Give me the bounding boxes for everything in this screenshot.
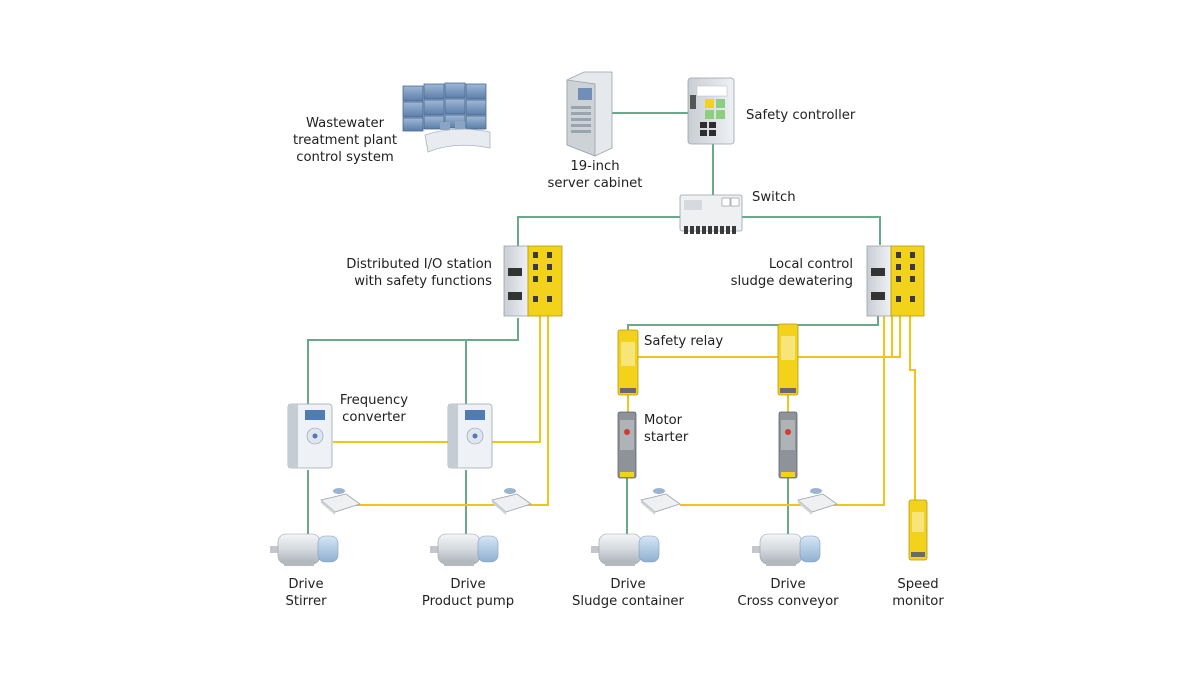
speed-monitor-label-line-1: Speed: [897, 577, 939, 592]
local-control-label: Local control sludge dewatering: [720, 256, 853, 290]
speed-monitor-label: Speed monitor: [878, 576, 958, 610]
safety-controller-icon: [687, 77, 735, 145]
switch-label: Switch: [752, 190, 796, 205]
safety-controller-label: Safety controller: [746, 108, 856, 123]
drive-sludge-container-label-line-2: Sludge container: [572, 594, 684, 609]
emergency-stop-2-icon: [491, 488, 532, 515]
control-system-label-line-1: Wastewater: [305, 116, 384, 131]
motor-starter-label: Motor starter: [644, 412, 688, 446]
drive-sludge-container-label: Drive Sludge container: [562, 576, 694, 610]
motor-starter-label-line-2: starter: [644, 430, 689, 445]
local-control-icon: [866, 245, 925, 317]
motor-product-pump-icon: [430, 533, 499, 566]
io-station-icon: [503, 245, 563, 317]
motor-cross-conveyor-icon: [752, 533, 821, 566]
control-system-label-line-3: control system: [296, 150, 394, 165]
drive-stirrer-label-line-1: Drive: [288, 577, 324, 592]
speed-monitor-icon: [908, 499, 928, 561]
motor-stirrer-icon: [270, 533, 339, 566]
io-station-label-line-2: with safety functions: [354, 274, 492, 289]
server-cabinet-icon: [566, 71, 613, 157]
control-system-label-line-2: treatment plant: [293, 133, 397, 148]
drive-stirrer-label-line-2: Stirrer: [285, 594, 327, 609]
io-station-label-line-1: Distributed I/O station: [346, 257, 492, 272]
motor-starter-2-icon: [778, 411, 798, 479]
drive-product-pump-label: Drive Product pump: [408, 576, 528, 610]
speed-monitor-label-line-2: monitor: [892, 594, 944, 609]
safety-relay-label: Safety relay: [644, 334, 724, 349]
frequency-converter-label: Frequency converter: [330, 392, 418, 426]
drive-cross-conveyor-label-line-2: Cross conveyor: [737, 594, 839, 609]
control-system-label: Wastewater treatment plant control syste…: [290, 115, 400, 166]
motor-starter-label-line-1: Motor: [644, 413, 683, 428]
motor-starter-1-icon: [617, 411, 637, 479]
io-station-label: Distributed I/O station with safety func…: [320, 256, 492, 290]
emergency-stop-4-icon: [797, 488, 838, 515]
frequency-converter-label-line-2: converter: [342, 410, 406, 425]
frequency-converter-2-icon: [447, 403, 493, 469]
drive-cross-conveyor-label-line-1: Drive: [770, 577, 806, 592]
server-cabinet-label-line-2: server cabinet: [547, 176, 643, 191]
emergency-stop-1-icon: [320, 488, 361, 515]
local-control-label-line-1: Local control: [768, 257, 853, 272]
drive-stirrer-label: Drive Stirrer: [250, 576, 362, 610]
control-room-icon: [402, 82, 491, 153]
server-cabinet-label-line-1: 19-inch: [570, 159, 620, 174]
safety-relay-2-icon: [777, 323, 799, 396]
switch-icon: [679, 194, 743, 234]
safety-relay-1-icon: [617, 329, 639, 396]
motor-sludge-container-icon: [591, 533, 660, 566]
drive-sludge-container-label-line-1: Drive: [610, 577, 646, 592]
local-control-label-line-2: sludge dewatering: [730, 274, 853, 289]
drive-product-pump-label-line-2: Product pump: [421, 594, 515, 609]
server-cabinet-label: 19-inch server cabinet: [540, 158, 650, 192]
frequency-converter-1-icon: [287, 403, 333, 469]
emergency-stop-3-icon: [640, 488, 681, 515]
drive-cross-conveyor-label: Drive Cross conveyor: [722, 576, 854, 610]
frequency-converter-label-line-1: Frequency: [339, 393, 409, 408]
drive-product-pump-label-line-1: Drive: [450, 577, 486, 592]
